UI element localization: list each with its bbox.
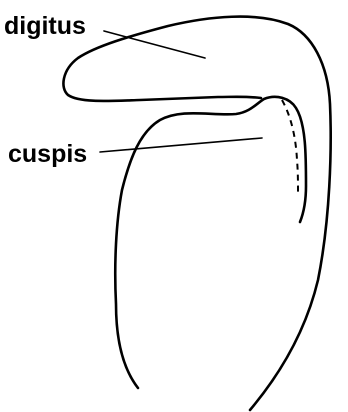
cuspis-outline	[115, 97, 306, 388]
digitus-leader-line	[104, 31, 205, 58]
cuspis-label: cuspis	[8, 140, 87, 168]
cuspis-leader-line	[100, 138, 262, 152]
cuspis-hidden-contour	[282, 100, 298, 193]
digitus-label: digitus	[4, 12, 86, 40]
digitus-outline	[63, 17, 330, 410]
